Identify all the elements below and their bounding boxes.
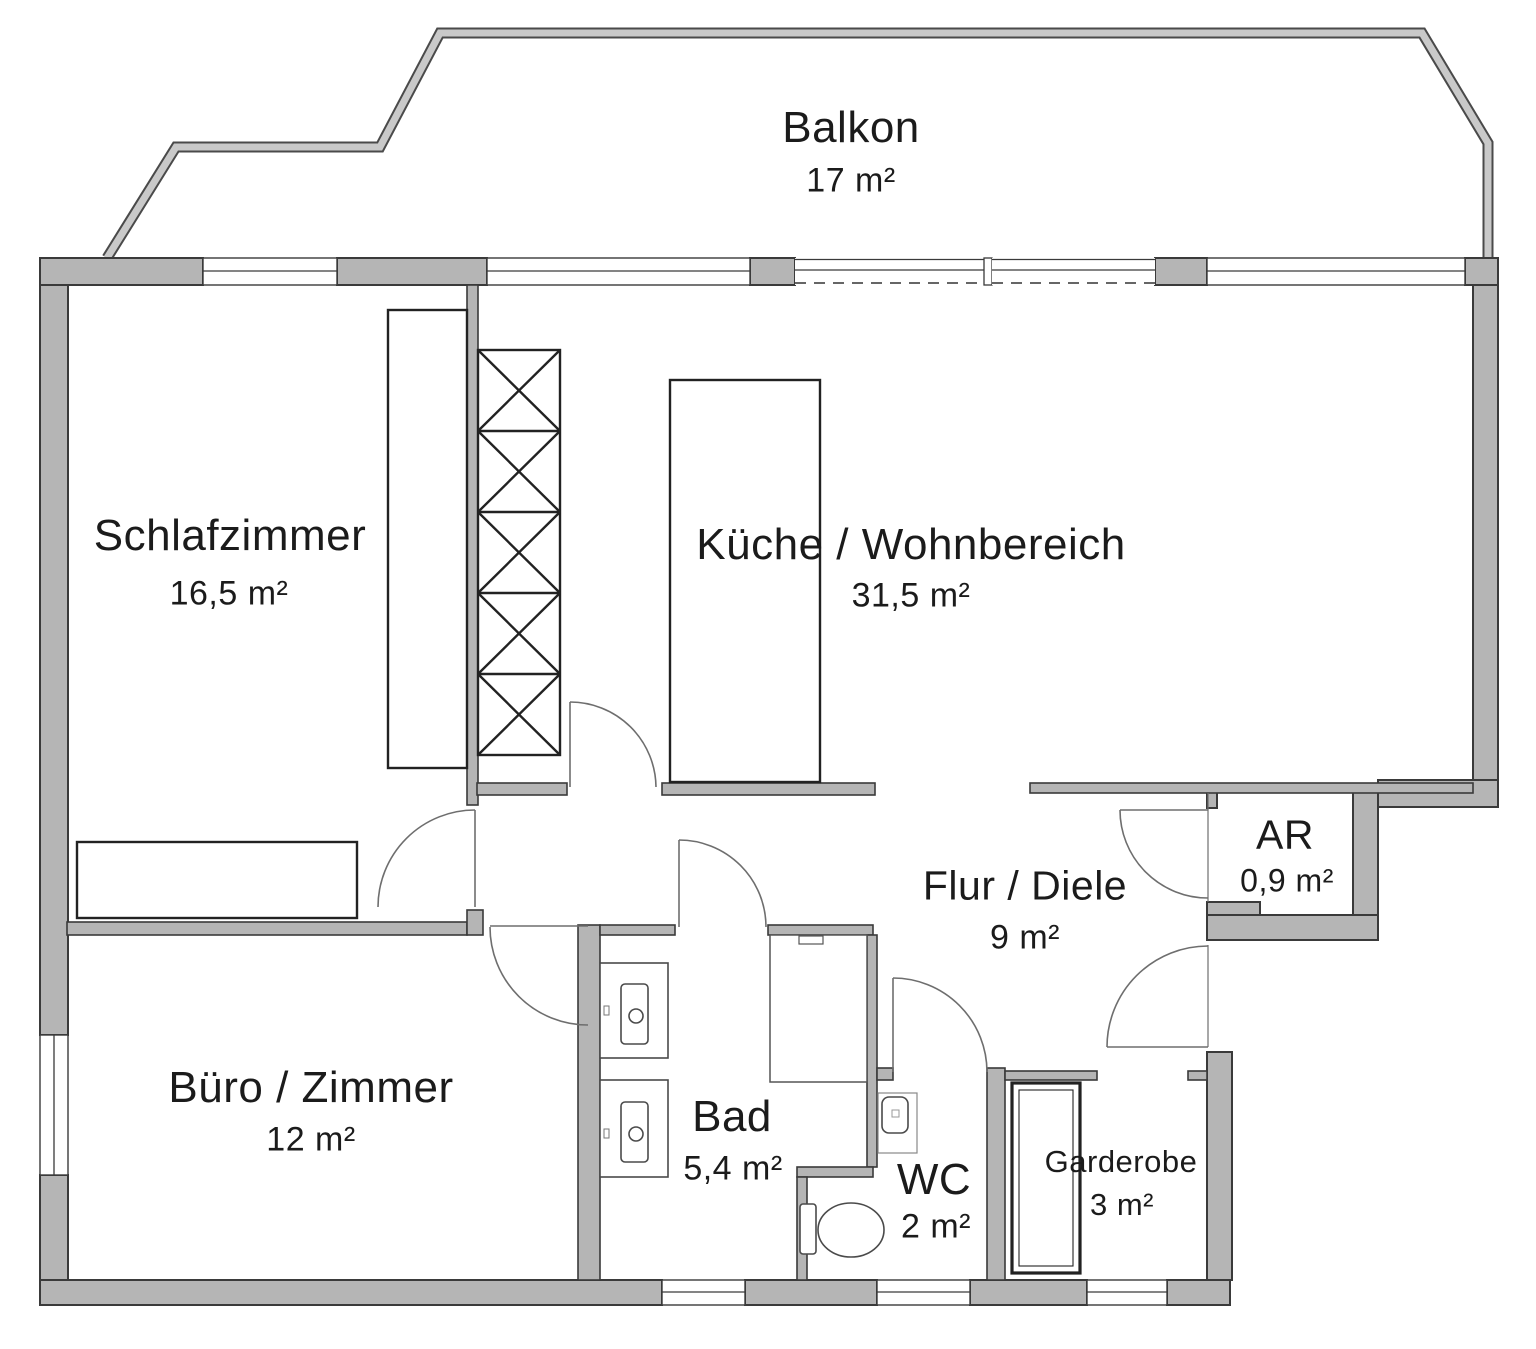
shower [769,934,868,1083]
room-name: Küche / Wohnbereich [696,520,1126,569]
bad-washbasin-1 [599,962,669,1059]
room-area: 31,5 m² [851,576,971,615]
door-bad [678,839,767,928]
wall-segment [749,257,796,286]
wall-segment [1166,1279,1231,1306]
wall-segment [866,934,878,1168]
room-area: 16,5 m² [169,574,289,613]
garderobe-wardrobe-inner [1018,1089,1074,1267]
room-name: Schlafzimmer [93,511,367,560]
balcony-door-window [992,258,1155,285]
wall-segment [336,257,488,286]
wall-segment [39,257,204,286]
door-entrance [1106,945,1209,1048]
bad-washbasin-2 [599,1079,669,1178]
door-kueche [569,701,657,788]
windows [39,257,1466,1306]
doors [377,701,1209,1073]
door-schlafzimmer [377,809,476,908]
balcony-railing [102,27,1494,261]
room-area: 2 m² [901,1207,971,1246]
room-area: 0,9 m² [1240,862,1334,899]
wall-segment [767,924,874,936]
room-name: Büro / Zimmer [168,1063,454,1112]
room-area: 5,4 m² [683,1149,783,1188]
wall-segment [466,909,484,936]
toilet [799,1202,885,1258]
wc-sink [877,1092,918,1154]
room-name: Flur / Diele [922,862,1128,909]
room-area: 17 m² [806,161,896,200]
room-name: AR [1256,811,1314,858]
wall-segment [661,782,876,796]
wall-segment [1464,257,1499,286]
door-wc [892,977,988,1073]
exterior-walls [39,257,1499,1306]
wall-segment [796,1166,874,1178]
wall-segment [577,924,601,1281]
wall-segment [39,284,69,1036]
room-name: WC [896,1155,972,1204]
room-area: 3 m² [1090,1187,1154,1222]
room-area: 9 m² [990,918,1060,957]
shelf-column [476,348,562,757]
fixtures [599,934,918,1258]
interior-walls [66,284,1474,1281]
wall-segment [1187,1070,1208,1081]
wall-segment [476,782,568,796]
wall-segment [1206,1051,1233,1281]
wall-segment [1154,257,1208,286]
room-name: Garderobe [1044,1144,1198,1179]
kitchen-island [668,378,822,784]
wall-segment [1029,782,1474,794]
door-buero [489,925,589,1026]
room-area: 12 m² [266,1120,356,1159]
wall-segment [1206,914,1379,941]
wall-segment [744,1279,878,1306]
balcony-door-window [795,258,984,285]
wall-segment [39,1279,663,1306]
wall-segment [969,1279,1088,1306]
wall-segment [466,284,479,806]
furniture [75,308,1082,1275]
wall-segment [876,1067,894,1081]
wall-segment [599,924,676,936]
door-ar [1119,793,1209,902]
room-name: Bad [692,1092,772,1141]
window-mullion [983,257,993,286]
room-name: Balkon [782,103,920,152]
wall-segment [1004,1070,1098,1081]
balcony-railing-fill [104,29,1492,260]
schlafzimmer-sideboard [75,840,359,920]
wall-segment [1472,284,1499,793]
wall-segment [986,1067,1006,1281]
schlafzimmer-wardrobe [386,308,469,770]
wall-segment [66,921,468,936]
wall-segment [1206,901,1261,916]
